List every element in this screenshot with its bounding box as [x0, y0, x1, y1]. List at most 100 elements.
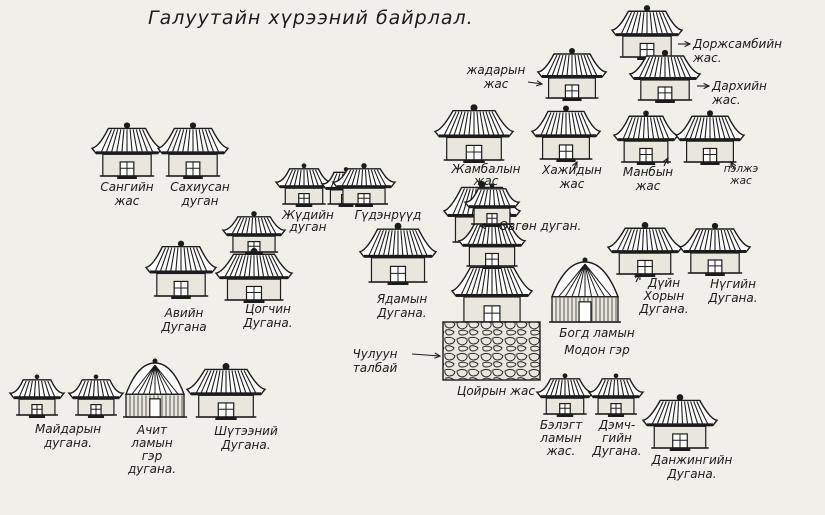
- bogd-lama-wooden-ger: [549, 257, 621, 323]
- label-dorjsambuu-line: Доржсамбийн: [692, 37, 782, 51]
- label-nugiin-line: Нүгийн: [710, 277, 756, 291]
- label-bogd-line: Модон гэр: [564, 343, 630, 357]
- label-palzhe-line: жас: [729, 175, 752, 187]
- label-beleg-line: ламын: [539, 431, 582, 445]
- palzhe-temple: [674, 110, 746, 165]
- label-sakhiusan-line: Сахиусан: [170, 180, 230, 194]
- label-aviin-line: Дугана: [160, 320, 206, 334]
- tsogchin-temple: [214, 247, 294, 303]
- gudenruud-temple-b: [331, 163, 397, 207]
- label-manbyn-line: Манбын: [623, 165, 673, 179]
- label-achit-line: гэр: [142, 449, 163, 463]
- nugiin-temple: [678, 222, 752, 276]
- label-sangiin-line: жас: [114, 194, 140, 208]
- label-zhambalyn-line: жас: [473, 174, 499, 188]
- zhadaryn-temple: [536, 48, 608, 101]
- label-palzhe-line: пэлжэ: [724, 163, 759, 175]
- label-yadamyn-line: Дугана.: [376, 306, 426, 320]
- label-tsoiryn: Цойрын жас: [457, 384, 535, 398]
- label-danjin-line: Данжингийн: [651, 453, 733, 467]
- label-yadamyn-line: Ядамын: [376, 292, 428, 306]
- label-sangiin-line: Сангийн: [100, 180, 153, 194]
- sakhiusan-temple: [156, 122, 230, 179]
- dorjsambuu-temple: [610, 5, 684, 60]
- tsoiryn-tower-tier-2: [457, 217, 527, 269]
- label-zhambalyn-line: Жамбалын: [450, 162, 520, 176]
- label-achit-line: Ачит: [136, 423, 168, 437]
- arrow-zhadaryn: [527, 80, 544, 87]
- label-chuluun-line: талбай: [353, 361, 398, 375]
- label-tsogchin-line: Дугана.: [242, 316, 292, 330]
- label-khazhidyn-line: Хажидын: [541, 163, 602, 177]
- label-beleg-line: жас.: [546, 444, 576, 458]
- duin-khor-temple: [606, 221, 684, 277]
- label-beleg-line: Бэлэгт: [540, 418, 583, 432]
- label-maidaryn-line: Майдарын: [35, 422, 101, 436]
- label-khazhidyn-line: жас: [559, 177, 585, 191]
- sangiin-temple: [90, 122, 164, 179]
- label-darkhiin-line: жас.: [711, 93, 741, 107]
- label-manbyn-line: жас: [635, 179, 661, 193]
- arrow-ovgon: [478, 222, 490, 230]
- tsoiryn-tower-tier-1: [450, 260, 534, 325]
- label-demchig-line: Дэмч-: [598, 418, 635, 432]
- label-chuluun-line: Чулуун: [352, 347, 397, 361]
- arrow-chuluun: [411, 352, 442, 359]
- manbyn-temple: [612, 110, 680, 165]
- diagram-title: Галуутайн хүрээний байрлал.: [148, 7, 474, 29]
- label-zhudiin-line: дуган: [289, 220, 327, 234]
- shutee-temple: [185, 362, 267, 420]
- tsoiryn-tower: [450, 183, 534, 325]
- label-dorjsambuu-line: жас.: [692, 51, 722, 65]
- label-achit-line: ламын: [130, 436, 173, 450]
- yadamyn-temple: [358, 222, 438, 285]
- tsoiryn-tower-tier-3: [463, 183, 521, 227]
- arrow-khazhidyn: [571, 160, 578, 171]
- label-gudenruud-line: Гүдэнрүүд: [355, 208, 422, 222]
- stone-square: [442, 321, 541, 381]
- label-duinkhor-line: Дугана.: [638, 302, 688, 316]
- zhudiin-temple: [274, 163, 334, 207]
- arrow-dorjsambuu: [678, 40, 692, 48]
- label-demchig-line: гийн: [602, 431, 632, 445]
- label-sakhiusan-line: дуган: [181, 194, 219, 208]
- maidaryn-temple-a: [8, 374, 66, 418]
- label-maidaryn-line: дугана.: [43, 436, 92, 450]
- zhambalyn-temple: [433, 104, 515, 163]
- label-zhadaryn-line: жас: [483, 77, 509, 91]
- label-tsoiryn-line: Цойрын жас: [457, 384, 535, 398]
- label-ovgon: Өвгөн дуган.: [499, 219, 582, 233]
- label-bogd-line: Богд ламын: [559, 326, 635, 340]
- label-ovgon-line: Өвгөн дуган.: [499, 219, 582, 233]
- beleg-temple: [535, 373, 595, 417]
- danjin-temple: [641, 394, 719, 451]
- achit-lama-ger: [123, 358, 187, 418]
- label-achit-line: дугана.: [127, 462, 176, 476]
- maidaryn-temple-b: [67, 374, 125, 418]
- arrow-darkhiin: [697, 82, 711, 90]
- label-duinkhor-line: Хорын: [643, 289, 685, 303]
